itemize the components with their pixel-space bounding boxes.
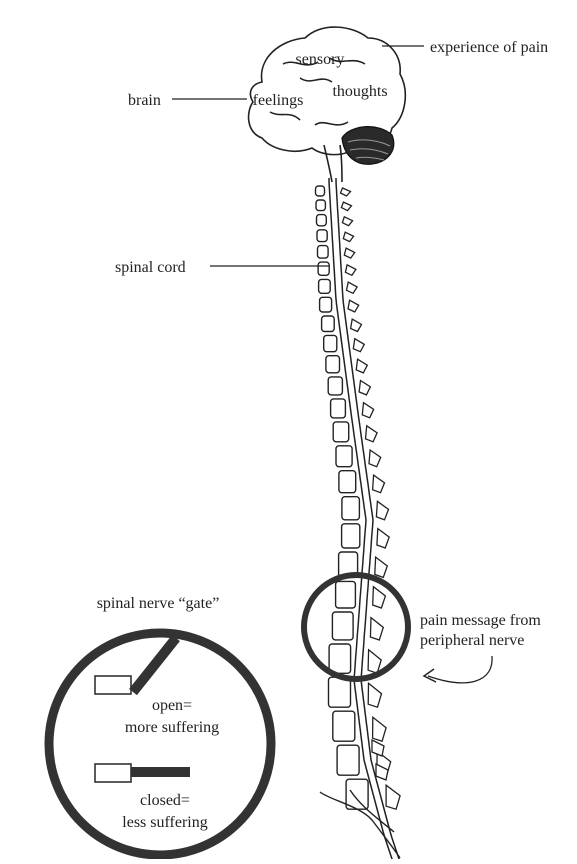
vertebral-body bbox=[331, 399, 346, 418]
spinous-process bbox=[362, 403, 373, 418]
vertebral-body bbox=[316, 200, 325, 211]
open-gate-label-line2: more suffering bbox=[125, 719, 219, 736]
spinous-process bbox=[373, 717, 387, 741]
spinous-process bbox=[368, 650, 381, 673]
vertebral-body bbox=[342, 497, 360, 520]
spinous-process bbox=[343, 232, 353, 241]
brain-fold bbox=[300, 78, 332, 82]
spinous-process bbox=[366, 426, 378, 442]
vertebral-body bbox=[317, 215, 327, 226]
cerebellum bbox=[342, 127, 394, 165]
spinous-process bbox=[377, 529, 389, 548]
vertebral-body bbox=[336, 581, 356, 608]
vertebral-body bbox=[318, 262, 329, 275]
vertebral-body bbox=[339, 471, 356, 493]
spinous-process bbox=[348, 300, 359, 312]
vertebral-body bbox=[333, 422, 349, 442]
gate-title: spinal nerve “gate” bbox=[97, 595, 220, 612]
spinous-process bbox=[375, 557, 388, 577]
vertebral-body bbox=[337, 745, 359, 775]
thoughts-label: thoughts bbox=[332, 83, 387, 100]
closed-gate-label-line1: closed= bbox=[140, 792, 190, 809]
spinous-process bbox=[369, 450, 381, 467]
vertebral-body bbox=[333, 711, 355, 741]
brainstem bbox=[324, 145, 342, 182]
spinous-process bbox=[347, 282, 358, 293]
brain-label: brain bbox=[128, 92, 161, 109]
vertebral-body bbox=[316, 186, 325, 196]
vertebral-body bbox=[342, 524, 360, 548]
vertebral-body bbox=[319, 279, 331, 293]
spinous-process bbox=[341, 188, 351, 196]
spinous-process bbox=[353, 339, 364, 352]
spinous-process bbox=[344, 248, 354, 258]
brain-fold bbox=[315, 122, 348, 125]
pain-message-label-line1: pain message from bbox=[420, 612, 541, 629]
spinous-process bbox=[376, 501, 388, 520]
vertebral-body bbox=[336, 446, 352, 467]
pain-message-arrow bbox=[428, 656, 492, 683]
vertebral-body bbox=[346, 779, 368, 809]
pain-message-label-line2: peripheral nerve bbox=[420, 632, 524, 649]
vertebral-body bbox=[328, 377, 342, 395]
spinous-process bbox=[370, 618, 383, 640]
closed-gate-post bbox=[95, 764, 131, 782]
spinous-process bbox=[345, 265, 356, 276]
spinal-column bbox=[316, 178, 401, 859]
open-gate-bar bbox=[133, 638, 176, 692]
vertebral-body bbox=[322, 316, 335, 332]
spinous-process bbox=[359, 381, 370, 395]
spinous-process bbox=[386, 785, 400, 809]
spinous-process bbox=[342, 217, 352, 226]
vertebral-body bbox=[329, 677, 351, 707]
vertebral-body bbox=[326, 356, 340, 373]
open-gate-post bbox=[95, 676, 131, 694]
feelings-label: feelings bbox=[253, 92, 304, 109]
vertebral-body bbox=[329, 644, 351, 673]
vertebral-body bbox=[318, 246, 329, 259]
pain-message-arrowhead bbox=[424, 669, 436, 682]
sensory-label: sensory bbox=[296, 51, 345, 68]
spinous-process bbox=[351, 319, 362, 331]
experience-of-pain-label: experience of pain bbox=[430, 39, 548, 56]
vertebral-body bbox=[324, 335, 337, 351]
vertebral-body bbox=[320, 297, 332, 312]
spinous-process bbox=[373, 475, 385, 493]
spinous-process bbox=[341, 202, 351, 211]
spinous-process bbox=[356, 359, 367, 373]
vertebral-body bbox=[317, 230, 327, 242]
brain-fold bbox=[270, 112, 300, 120]
vertebral-body bbox=[332, 612, 353, 640]
closed-gate-label-line2: less suffering bbox=[122, 814, 207, 831]
spinous-process bbox=[373, 587, 386, 608]
open-gate-label-line1: open= bbox=[152, 697, 192, 714]
spinous-process bbox=[368, 683, 381, 707]
spinal-cord-label: spinal cord bbox=[115, 259, 186, 276]
